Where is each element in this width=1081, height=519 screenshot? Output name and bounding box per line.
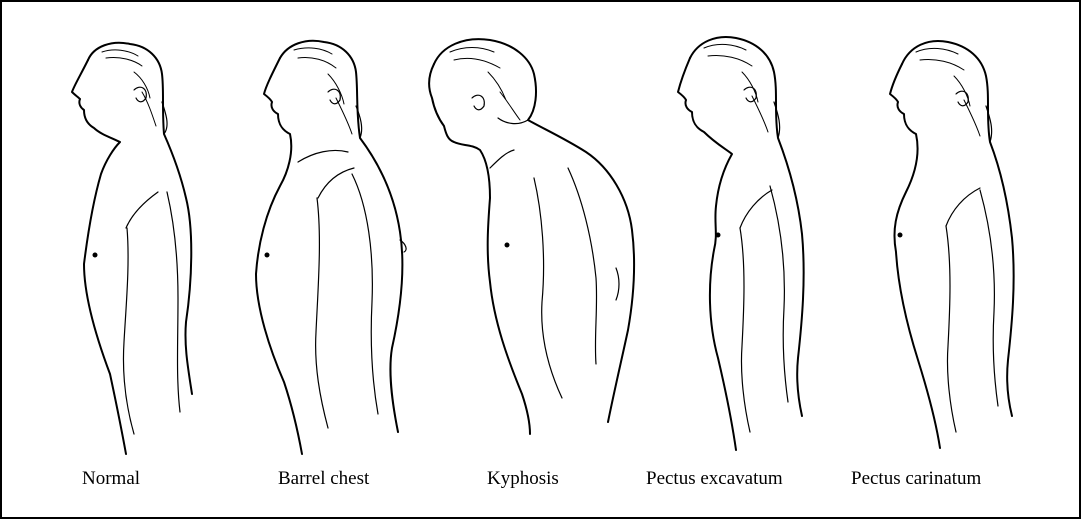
caption-pectus-carinatum: Pectus carinatum	[851, 468, 981, 490]
figure-barrel-chest	[256, 41, 406, 454]
figure-pectus-excavatum	[678, 37, 804, 450]
caption-kyphosis: Kyphosis	[487, 468, 559, 490]
figure-kyphosis	[429, 39, 634, 434]
caption-pectus-excavatum: Pectus excavatum	[646, 468, 783, 490]
figure-pectus-carinatum	[890, 41, 1014, 448]
caption-barrel-chest: Barrel chest	[278, 468, 369, 490]
caption-normal: Normal	[82, 468, 140, 490]
figure-normal	[72, 43, 192, 454]
